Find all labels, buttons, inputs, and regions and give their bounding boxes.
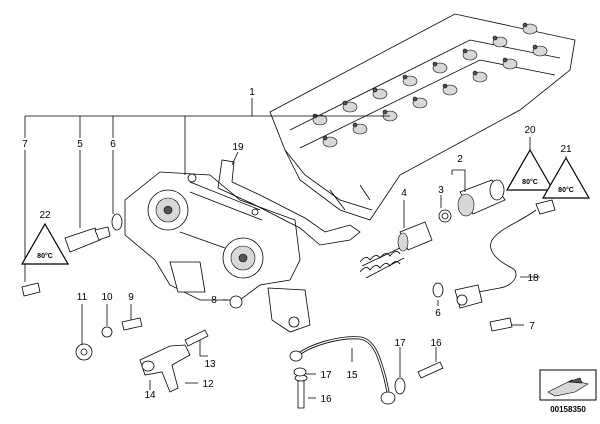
temp-warning-badge-21: 80°C [541, 156, 591, 199]
cam-cap-bolt [532, 44, 538, 50]
callout-22: 22 [39, 210, 51, 221]
callout-5: 5 [77, 139, 83, 150]
solenoid-valve [359, 179, 506, 279]
callout-6: 6 [110, 139, 116, 150]
callout-2: 2 [457, 154, 463, 165]
callout-3: 3 [438, 185, 444, 196]
callout-17-right: 17 [394, 338, 406, 349]
badge-text: 80°C [522, 178, 538, 186]
callout-17: 17 [320, 370, 332, 381]
cam-cap-bolt [432, 61, 438, 67]
temp-warning-badge-22: 80°C [20, 222, 70, 265]
callout-16-right: 16 [430, 338, 442, 349]
callout-10: 10 [101, 292, 113, 303]
temp-warning-badge-20: 80°C [505, 148, 555, 191]
cam-cap-bolt [412, 96, 418, 102]
gasket [217, 159, 361, 246]
callout-4: 4 [401, 188, 407, 199]
callout-numbers: 1 2 3 4 5 6 7 6 7 8 9 10 11 12 13 14 15 … [22, 87, 572, 405]
cam-cap-bolt [522, 22, 528, 28]
reference-box [539, 369, 597, 401]
callout-21: 21 [560, 144, 572, 155]
callout-14: 14 [144, 390, 156, 401]
cam-cap-bolt [402, 74, 408, 80]
callout-9: 9 [128, 292, 134, 303]
cylinder-head [269, 13, 576, 221]
callout-16: 16 [320, 394, 332, 405]
callout-1: 1 [249, 87, 255, 98]
cam-cap-bolt [372, 87, 378, 93]
badge-text: 80°C [37, 252, 53, 260]
cam-cap-bolt [382, 109, 388, 115]
vanos-unit [124, 171, 311, 333]
cam-caps [312, 22, 548, 148]
cam-cap-bolt [342, 100, 348, 106]
diagram-code: 00158350 [550, 405, 586, 414]
oil-pipe [289, 336, 396, 405]
callout-11: 11 [77, 292, 88, 303]
callout-8: 8 [211, 295, 217, 306]
cam-cap-bolt [352, 122, 358, 128]
callout-7: 7 [22, 139, 28, 150]
callout-13: 13 [204, 359, 216, 370]
callout-15: 15 [346, 370, 358, 381]
callout-12: 12 [202, 379, 214, 390]
callout-6-right: 6 [435, 308, 441, 319]
cam-cap-bolt [502, 57, 508, 63]
cam-cap-bolt [492, 35, 498, 41]
cam-cap-bolt [462, 48, 468, 54]
badge-text: 80°C [558, 186, 574, 194]
callout-7-right: 7 [529, 321, 535, 332]
callout-19: 19 [232, 142, 244, 153]
callout-20: 20 [524, 125, 536, 136]
cam-cap-bolt [322, 135, 328, 141]
small-parts [21, 213, 513, 409]
callout-18: 18 [527, 273, 539, 284]
sensor-with-cable [454, 199, 556, 309]
cam-cap-bolt [472, 70, 478, 76]
cam-cap-bolt [442, 83, 448, 89]
